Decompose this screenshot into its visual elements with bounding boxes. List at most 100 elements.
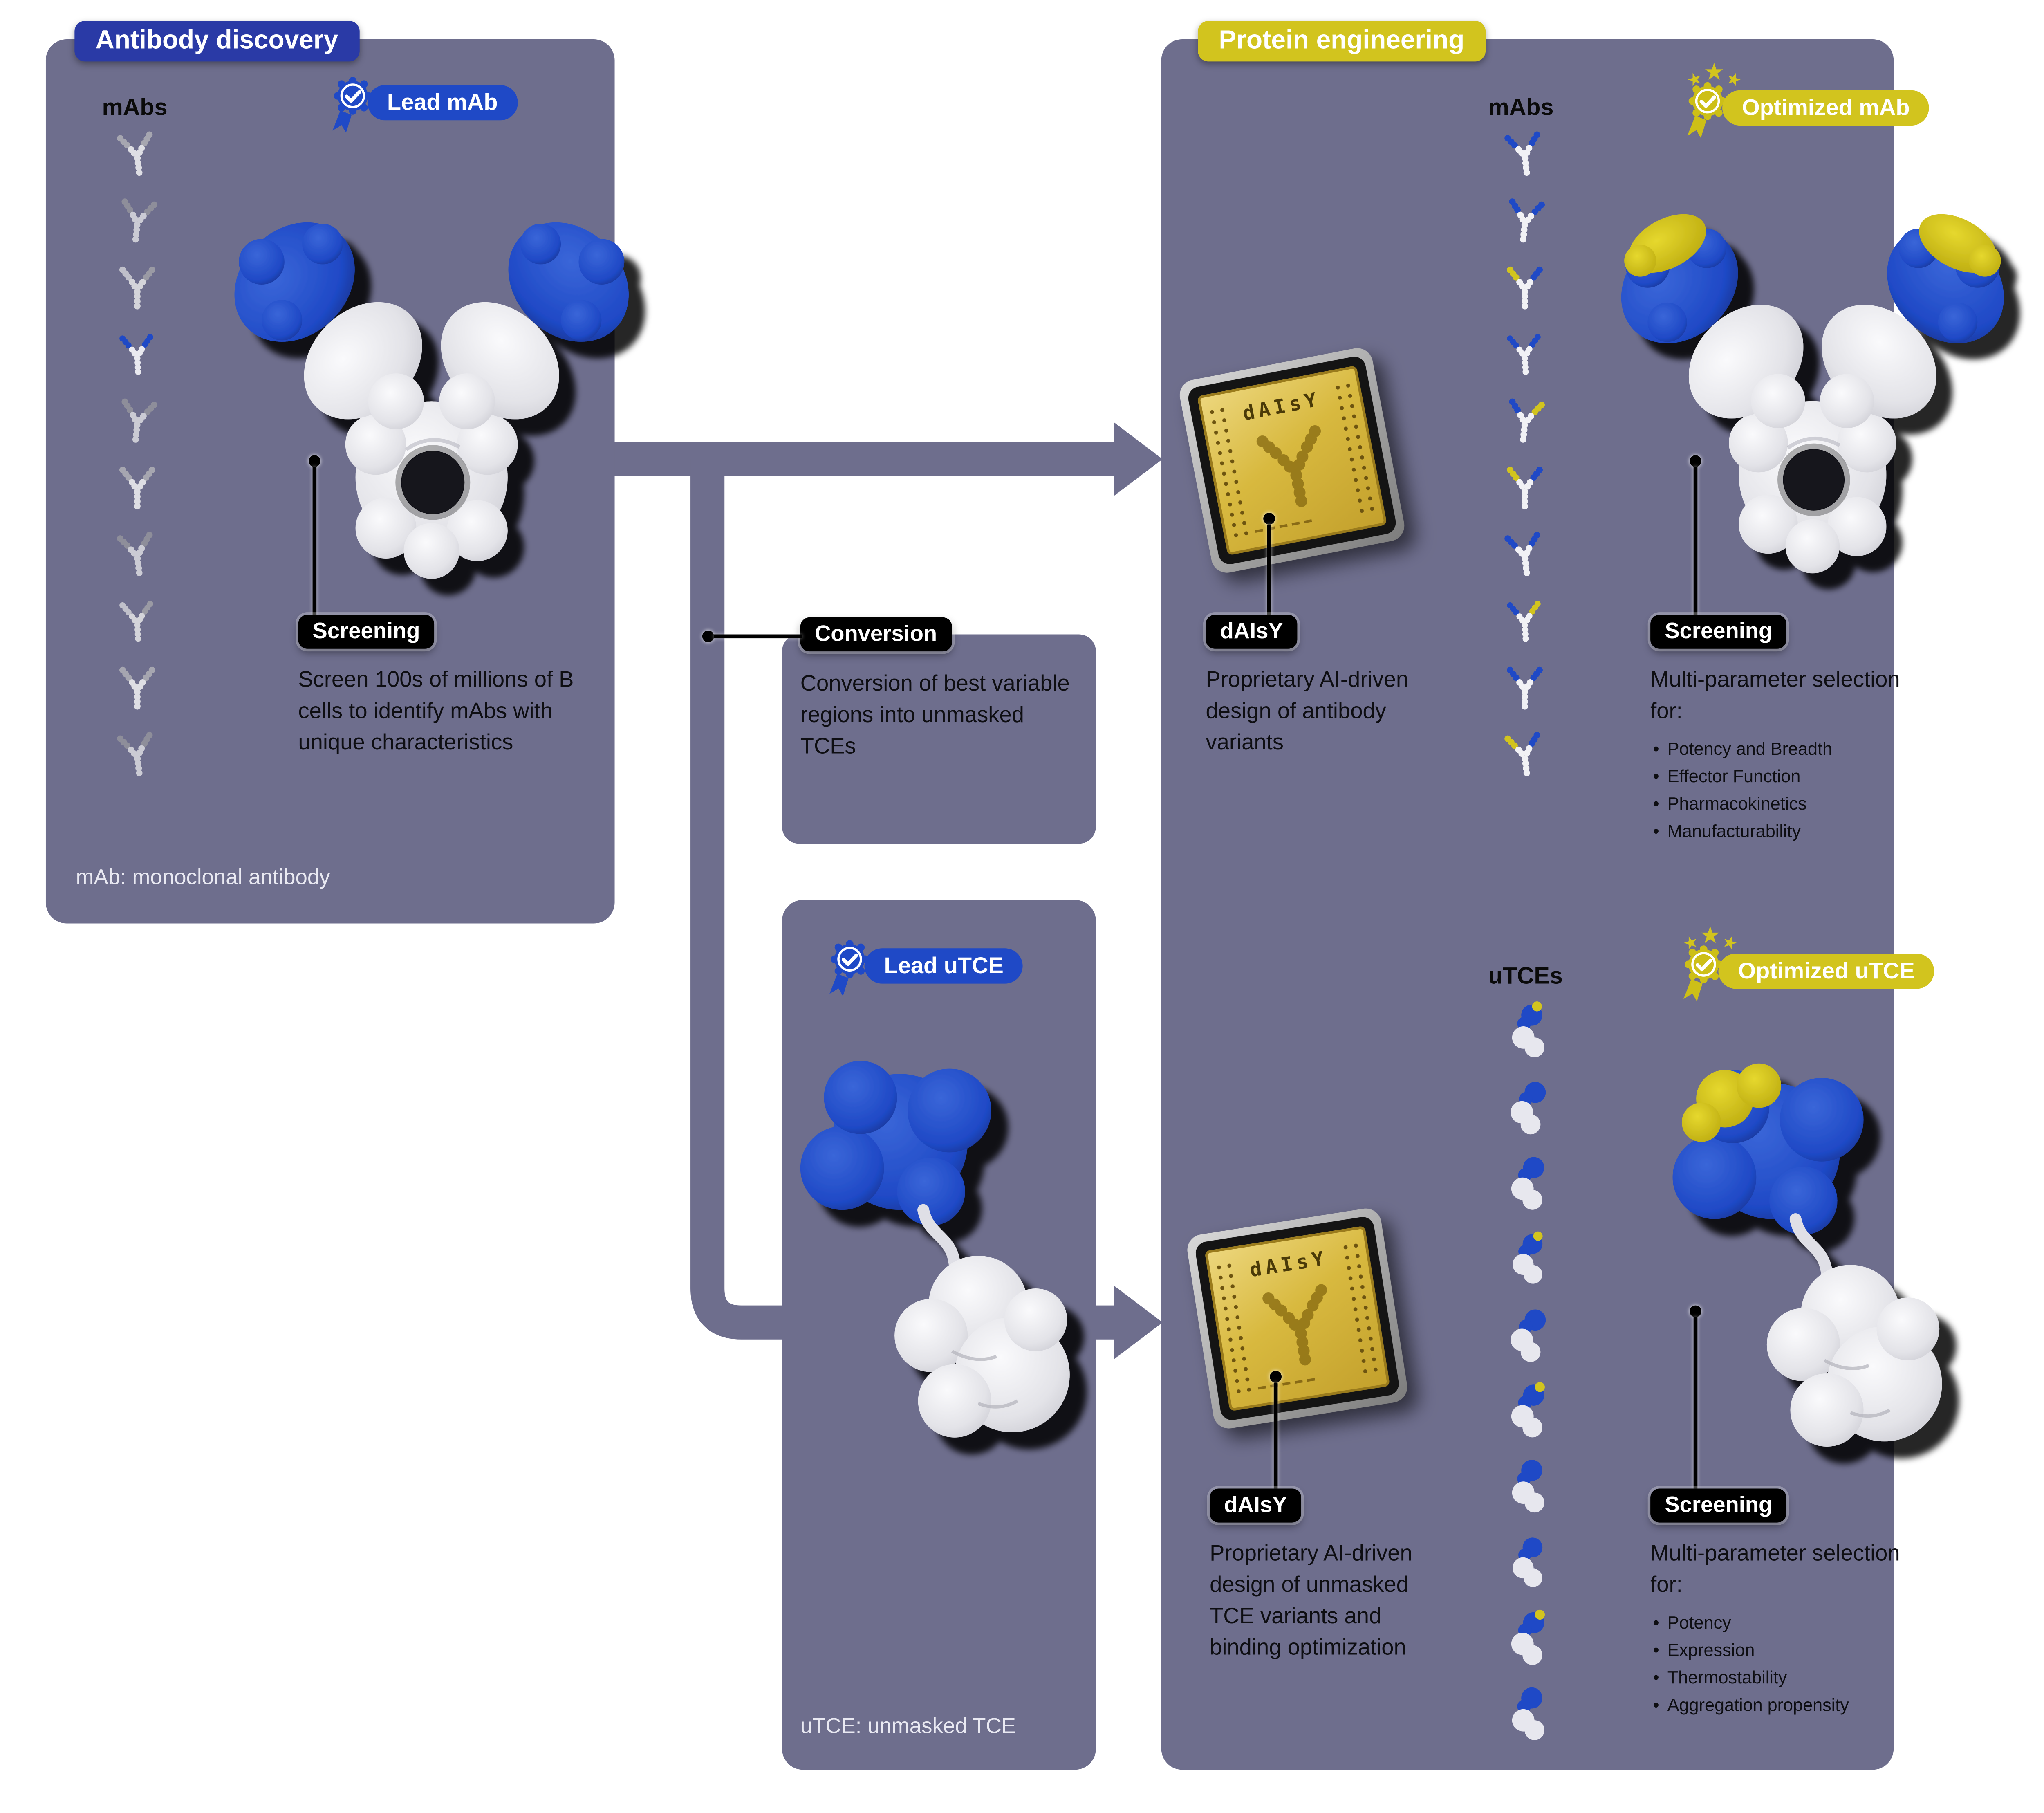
conversion-panel: Conversion Conversion of best variable r… — [782, 617, 1096, 844]
utce-variants-column — [1480, 1002, 1574, 1760]
lead-mab-structure — [216, 183, 648, 602]
optimized-utce-award: ★★★ Optimized uTCE — [1678, 923, 1934, 1005]
antibody-icon — [114, 464, 161, 517]
callout-line — [1266, 524, 1271, 615]
lead-utce-award: Lead uTCE — [824, 939, 1023, 999]
utce-variant-icon — [1503, 1534, 1552, 1590]
screening-criterion: Thermostability — [1650, 1665, 1918, 1693]
utce-variant-icon — [1500, 1075, 1555, 1138]
lead-mab-badge: Lead mAb — [367, 85, 518, 121]
arrow-mab-head — [1114, 422, 1163, 496]
optimized-mab-structure — [1603, 183, 2022, 602]
antibody-variant-icon — [1501, 664, 1548, 717]
screening-criteria-list: Potency and Breadth Effector Function Ph… — [1650, 737, 1918, 846]
daisy-chip-illustration: dAIsY — [1177, 345, 1407, 576]
screening-intro: Multi-parameter selection for: — [1650, 667, 1900, 724]
antibody-variant-icon — [1501, 464, 1548, 517]
callout-line — [714, 634, 802, 639]
chip-antibody-etch-icon — [1244, 419, 1347, 527]
antibody-icon — [111, 528, 164, 586]
daisy-callout — [1269, 1371, 1282, 1489]
mab-footnote: mAb: monoclonal antibody — [76, 866, 330, 890]
chip-antibody-etch-icon — [1251, 1278, 1351, 1384]
callout-dot — [1689, 1305, 1701, 1317]
mabs-label: mAbs — [102, 94, 168, 121]
mabs-label: mAbs — [1488, 94, 1554, 121]
screening-badge: Screening — [298, 615, 435, 649]
conversion-description: Conversion of best variable regions into… — [800, 671, 1070, 759]
screening-description: Multi-parameter selection for: Potency E… — [1650, 1538, 1918, 1720]
screening-criterion: Effector Function — [1650, 764, 1918, 792]
screening-criterion: Expression — [1650, 1638, 1918, 1665]
medal-icon — [824, 939, 871, 999]
callout-dot — [1689, 455, 1701, 467]
screening-criterion: Aggregation propensity — [1650, 1693, 1918, 1720]
antibody-variant-icon — [1501, 264, 1548, 316]
utce-variant-icon — [1499, 1454, 1556, 1518]
utce-variant-icon — [1503, 1609, 1553, 1667]
callout-dot — [1262, 513, 1275, 525]
optimized-mab-badge: Optimized mAb — [1722, 90, 1930, 126]
medal-icon — [1682, 81, 1729, 141]
daisy-badge: dAIsY — [1206, 615, 1298, 649]
callout-line — [1693, 1317, 1697, 1489]
utce-variant-icon — [1503, 1381, 1553, 1439]
callout-line — [1693, 467, 1697, 615]
utce-variant-icon — [1503, 1230, 1552, 1286]
conversion-connector — [702, 630, 802, 642]
optimized-utce-structure — [1622, 1046, 2001, 1478]
antibody-variant-icon — [1502, 331, 1548, 383]
mab-candidates-column — [90, 131, 184, 798]
antibody-variant-icon — [1498, 528, 1551, 586]
antibody-icon — [114, 264, 161, 316]
antibody-variant-icon — [1502, 598, 1548, 650]
utce-variant-icon — [1499, 1682, 1556, 1745]
antibody-icon-selected — [114, 331, 161, 383]
screening-description: Multi-parameter selection for: Potency a… — [1650, 664, 1918, 846]
screening-criteria-list: Potency Expression Thermostability Aggre… — [1650, 1611, 1918, 1720]
chip-face: dAIsY — [1204, 1225, 1390, 1411]
utce-variant-icon — [1499, 999, 1556, 1063]
callout-dot — [702, 630, 714, 642]
optimized-utce-badge: Optimized uTCE — [1718, 954, 1934, 989]
protein-engineering-panel: Protein engineering mAbs dAIsY — [1161, 21, 1894, 1770]
antibody-variant-icon — [1499, 395, 1551, 452]
mab-variants-column — [1478, 131, 1572, 798]
screening-criterion: Pharmacokinetics — [1650, 792, 1918, 819]
screening-description: Screen 100s of millions of B cells to id… — [298, 667, 574, 755]
conversion-badge: Conversion — [800, 617, 952, 652]
screening-badge: Screening — [1650, 615, 1787, 649]
medal-icon — [1678, 945, 1725, 1005]
callout-dot — [308, 455, 320, 467]
screening-callout — [307, 455, 320, 615]
antibody-icon — [111, 128, 164, 186]
antibody-discovery-header: Antibody discovery — [74, 21, 359, 62]
screening-criterion: Potency and Breadth — [1650, 737, 1918, 764]
callout-line — [1273, 1382, 1277, 1489]
optimized-mab-award: ★★★ Optimized mAb — [1682, 60, 1930, 141]
utces-label: uTCEs — [1488, 963, 1563, 989]
lead-utce-panel: Lead uTCE uTCE: unmasked TCE — [782, 900, 1096, 1770]
antibody-variant-icon — [1498, 729, 1551, 786]
utce-variant-icon — [1503, 1154, 1553, 1212]
lead-utce-badge: Lead uTCE — [864, 948, 1023, 984]
screening-callout — [1688, 1305, 1701, 1489]
arrow-utce-head — [1114, 1286, 1163, 1359]
antibody-variant-icon — [1498, 128, 1551, 186]
antibody-variant-icon — [1499, 195, 1551, 252]
screening-criterion: Manufacturability — [1650, 819, 1918, 846]
utce-footnote: uTCE: unmasked TCE — [800, 1714, 1016, 1739]
antibody-icon — [114, 598, 161, 650]
daisy-description: Proprietary AI-driven design of antibody… — [1206, 667, 1409, 755]
antibody-icon — [111, 729, 164, 786]
medal-icon — [327, 76, 374, 136]
chip-face: dAIsY — [1197, 365, 1387, 556]
lead-utce-structure — [756, 1037, 1122, 1469]
utce-variant-icon — [1500, 1303, 1555, 1366]
stars-icon: ★★★ — [1680, 922, 1740, 954]
daisy-callout — [1262, 513, 1275, 615]
arrow-utce-shaft — [690, 459, 1117, 1340]
screening-callout — [1688, 455, 1701, 615]
